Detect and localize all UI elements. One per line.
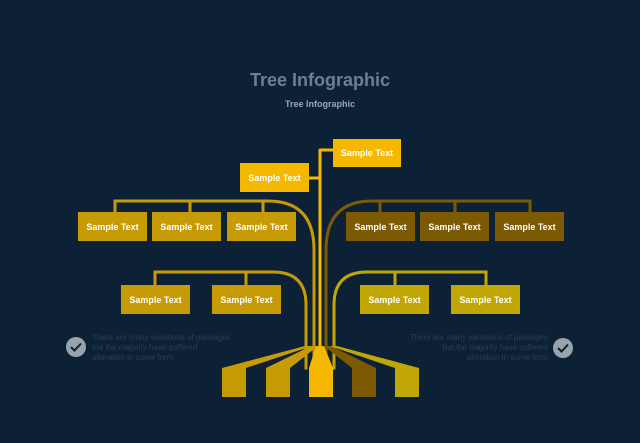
note-left-line: but the majority have suffered: [92, 343, 198, 352]
node-right-row2-1: Sample Text: [360, 285, 429, 314]
root-block-1: [222, 368, 246, 397]
note-right-line: There are many variations of passages: [409, 333, 548, 342]
root-fan: [222, 346, 419, 368]
connector-left-lower: [153, 270, 308, 370]
node-right-row2-2: Sample Text: [451, 285, 520, 314]
note-left-line: alteration in some form: [92, 353, 174, 362]
node-left-row2-1: Sample Text: [121, 285, 190, 314]
node-left-row2-2: Sample Text: [212, 285, 281, 314]
check-circle-icon: [553, 338, 573, 358]
connector-right-lower: [332, 270, 488, 370]
root-block-2: [266, 368, 290, 397]
node-top-left: Sample Text: [240, 163, 309, 192]
connector-top-right: [318, 148, 334, 370]
node-right-row1-3: Sample Text: [495, 212, 564, 241]
note-right: There are many variations of passages bu…: [392, 333, 548, 363]
node-right-row1-2: Sample Text: [420, 212, 489, 241]
node-top-right: Sample Text: [333, 139, 401, 167]
check-circle-icon: [66, 337, 86, 357]
page-title: Tree Infographic: [249, 70, 391, 90]
root-block-5: [395, 368, 419, 397]
root-blocks: [222, 368, 419, 397]
root-block-3: [309, 368, 333, 397]
note-right-line: but the majority have suffered: [442, 343, 548, 352]
connector-right-upper: [324, 199, 532, 370]
note-right-line: alteration in some form: [466, 353, 548, 362]
note-left-line: There are many variations of passages: [92, 333, 231, 342]
note-left: There are many variations of passages bu…: [92, 333, 230, 363]
node-left-row1-3: Sample Text: [227, 212, 296, 241]
page-subtitle: Tree Infographic: [284, 99, 355, 109]
root-block-4: [352, 368, 376, 397]
node-right-row1-1: Sample Text: [346, 212, 415, 241]
node-left-row1-1: Sample Text: [78, 212, 147, 241]
node-left-row1-2: Sample Text: [152, 212, 221, 241]
connector-left-upper: [113, 199, 316, 370]
